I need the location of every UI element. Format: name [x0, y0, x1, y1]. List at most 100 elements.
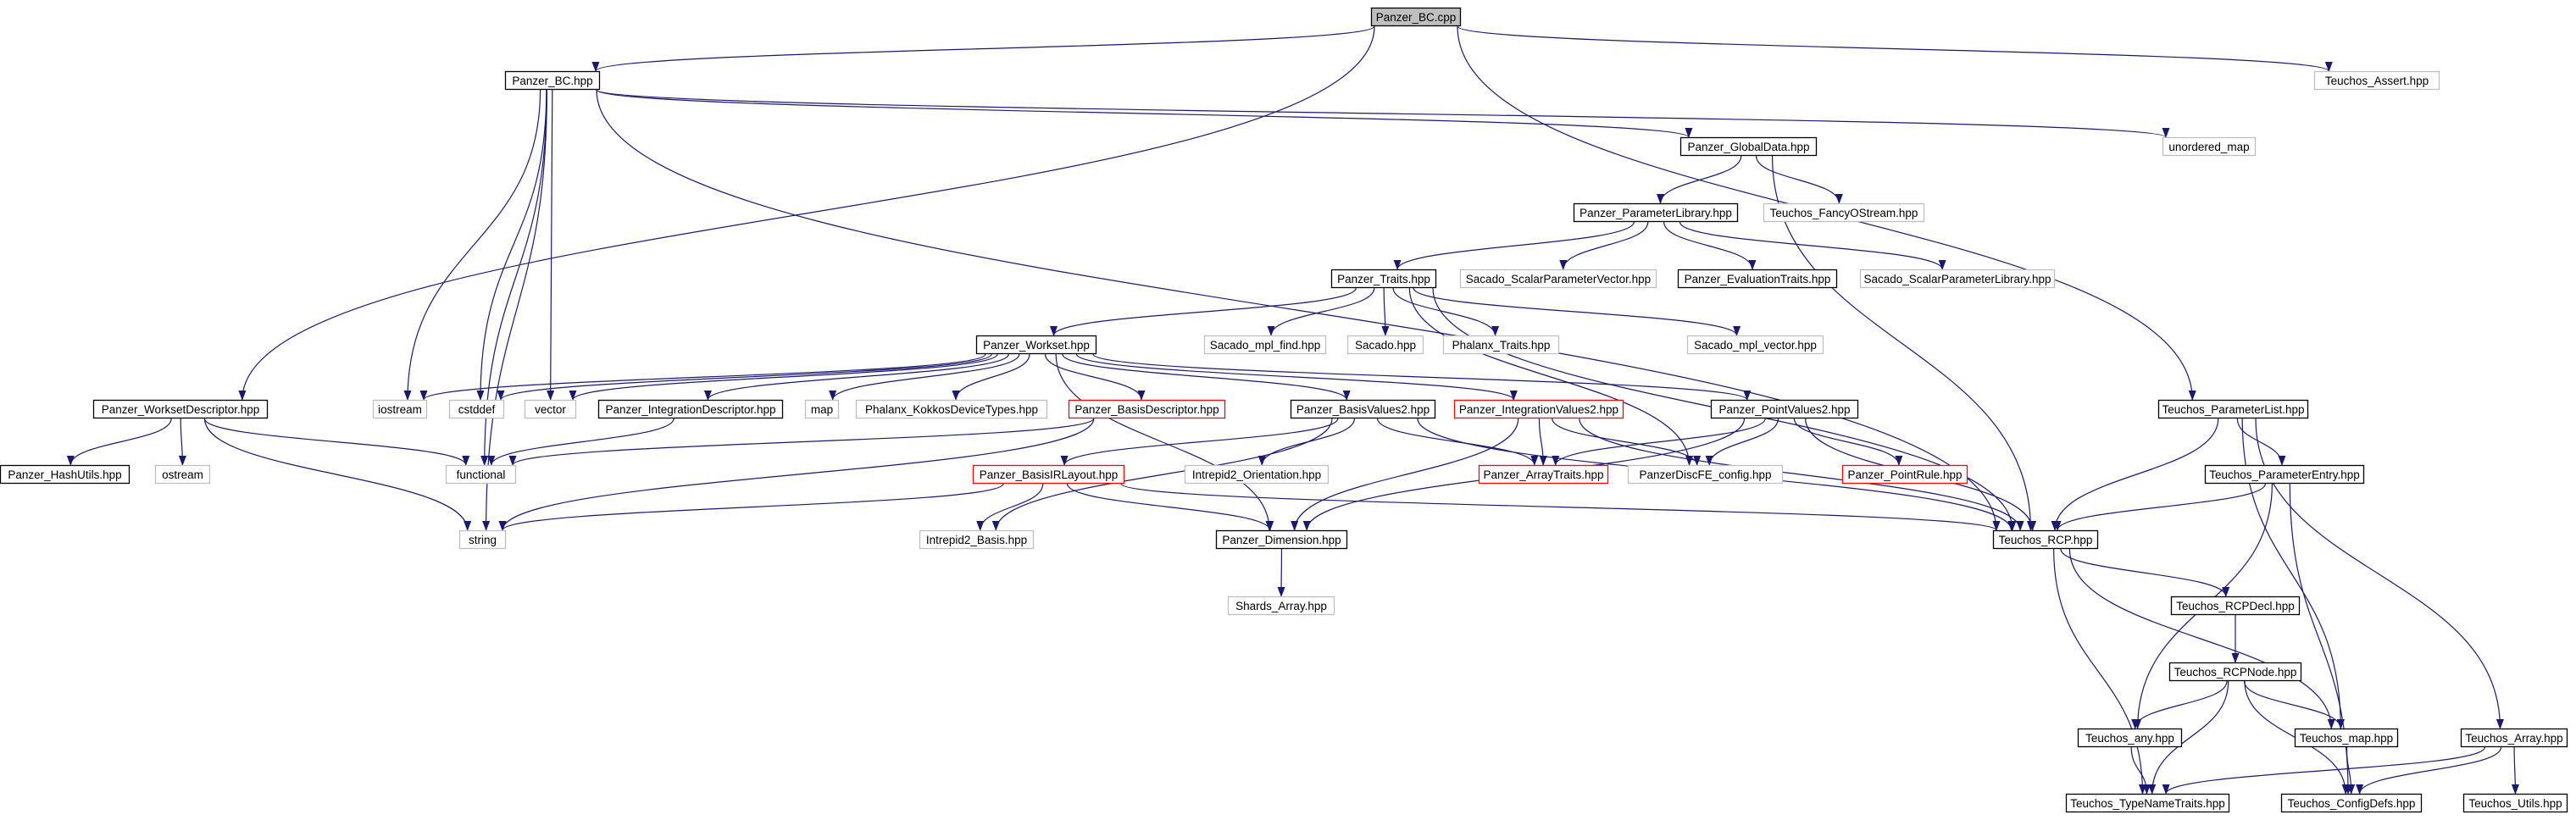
- edge-basisvalues2-to-arraytraits: [1376, 418, 1539, 466]
- edge-rcp-to-tmap: [2068, 548, 2335, 729]
- node-phalanx_traits[interactable]: Phalanx_Traits.hpp: [1442, 335, 1560, 355]
- node-basisdesc[interactable]: Panzer_BasisDescriptor.hpp: [1068, 399, 1226, 419]
- node-discfe[interactable]: PanzerDiscFE_config.hpp: [1627, 464, 1784, 485]
- node-hashutils[interactable]: Panzer_HashUtils.hpp: [0, 464, 130, 485]
- node-evaltraits[interactable]: Panzer_EvaluationTraits.hpp: [1677, 269, 1838, 289]
- node-box-workset: [975, 335, 1097, 355]
- node-pointvalues2[interactable]: Panzer_PointValues2.hpp: [1710, 399, 1859, 419]
- node-intrepid_basis[interactable]: Intrepid2_Basis.hpp: [919, 529, 1035, 550]
- node-utils[interactable]: Teuchos_Utils.hpp: [2462, 793, 2568, 813]
- node-sacado_mpl_vector[interactable]: Sacado_mpl_vector.hpp: [1686, 335, 1824, 355]
- node-paramlib[interactable]: Panzer_ParameterLibrary.hpp: [1573, 202, 1739, 223]
- node-label-iostream: iostream: [378, 403, 422, 416]
- node-rcpdecl[interactable]: Teuchos_RCPDecl.hpp: [2170, 596, 2301, 616]
- node-box-iostream: [372, 399, 428, 419]
- node-label-tmap: Teuchos_map.hpp: [2300, 732, 2393, 745]
- node-label-fancyostream: Teuchos_FancyOStream.hpp: [1770, 207, 1918, 219]
- edge-intvalues2-to-discfe: [1552, 418, 1702, 466]
- node-label-sacado_mpl_find: Sacado_mpl_find.hpp: [1210, 339, 1321, 352]
- node-tmap[interactable]: Teuchos_map.hpp: [2294, 728, 2399, 748]
- node-box-phalanx_traits: [1442, 335, 1560, 355]
- node-sacado_spl[interactable]: Sacado_ScalarParameterLibrary.hpp: [1859, 269, 2056, 289]
- node-paramentry[interactable]: Teuchos_ParameterEntry.hpp: [2204, 464, 2365, 485]
- node-traits[interactable]: Panzer_Traits.hpp: [1330, 269, 1437, 289]
- node-box-functional: [445, 464, 517, 485]
- edge-bc_cpp-to-bc_hpp: [591, 25, 1375, 72]
- node-label-teuchos_assert: Teuchos_Assert.hpp: [2325, 75, 2429, 87]
- node-label-discfe: PanzerDiscFE_config.hpp: [1639, 468, 1771, 481]
- node-sacado_spv[interactable]: Sacado_ScalarParameterVector.hpp: [1459, 269, 1657, 289]
- node-label-map: map: [811, 403, 833, 416]
- node-fancyostream[interactable]: Teuchos_FancyOStream.hpp: [1763, 202, 1925, 223]
- node-vector[interactable]: vector: [524, 399, 577, 419]
- node-teuchos_assert[interactable]: Teuchos_Assert.hpp: [2313, 70, 2440, 91]
- edge-traits-to-sacado: [1381, 287, 1390, 336]
- node-map[interactable]: map: [804, 399, 840, 419]
- node-label-phalanx_traits: Phalanx_Traits.hpp: [1452, 339, 1551, 352]
- node-intdesc[interactable]: Panzer_IntegrationDescriptor.hpp: [597, 399, 784, 419]
- node-box-paramentry: [2204, 464, 2365, 485]
- edge-paramentry-to-rcp: [2053, 483, 2267, 531]
- node-cstddef[interactable]: cstddef: [448, 399, 505, 419]
- node-string[interactable]: string: [458, 529, 507, 550]
- node-ostream[interactable]: ostream: [154, 464, 211, 485]
- node-label-evaltraits: Panzer_EvaluationTraits.hpp: [1685, 273, 1831, 285]
- node-label-shards: Shards_Array.hpp: [1235, 600, 1327, 612]
- node-intvalues2[interactable]: Panzer_IntegrationValues2.hpp: [1453, 399, 1624, 419]
- edge-workset-to-pointvalues2: [1092, 353, 1752, 401]
- node-rcp[interactable]: Teuchos_RCP.hpp: [1992, 529, 2099, 550]
- node-label-phalanx_kokkos: Phalanx_KokkosDeviceTypes.hpp: [865, 403, 1038, 416]
- edge-bc_hpp-to-iostream: [403, 89, 541, 401]
- node-box-discfe: [1627, 464, 1784, 485]
- node-tarray[interactable]: Teuchos_Array.hpp: [2460, 728, 2568, 748]
- node-globaldata[interactable]: Panzer_GlobalData.hpp: [1679, 136, 1818, 157]
- node-shards[interactable]: Shards_Array.hpp: [1227, 596, 1335, 616]
- edge-tarray-to-configdefs: [2356, 746, 2502, 795]
- node-basisvalues2[interactable]: Panzer_BasisValues2.hpp: [1290, 399, 1436, 419]
- node-box-fancyostream: [1763, 202, 1925, 223]
- node-intrepid_orient[interactable]: Intrepid2_Orientation.hpp: [1184, 464, 1330, 485]
- node-label-rcpdecl: Teuchos_RCPDecl.hpp: [2176, 600, 2295, 612]
- node-paramlist[interactable]: Teuchos_ParameterList.hpp: [2157, 399, 2309, 419]
- node-pointrule[interactable]: Panzer_PointRule.hpp: [1841, 464, 1968, 485]
- edge-bc_hpp-to-rcp: [596, 89, 2001, 531]
- node-box-sacado_spl: [1859, 269, 2056, 289]
- edge-traits-to-discfe: [1408, 287, 1693, 466]
- node-label-arraytraits: Panzer_ArrayTraits.hpp: [1483, 468, 1603, 481]
- node-arraytraits[interactable]: Panzer_ArrayTraits.hpp: [1478, 464, 1609, 485]
- edge-workset-to-cstddef: [497, 353, 992, 401]
- edge-globaldata-to-paramlib: [1657, 155, 1742, 204]
- node-box-arraytraits: [1478, 464, 1609, 485]
- node-box-dimension: [1215, 529, 1348, 550]
- node-dimension[interactable]: Panzer_Dimension.hpp: [1215, 529, 1348, 550]
- node-rcpnode[interactable]: Teuchos_RCPNode.hpp: [2168, 662, 2302, 682]
- node-box-tarray: [2460, 728, 2568, 748]
- edge-tarray-to-utils: [2511, 746, 2519, 795]
- edge-paramlib-to-sacado_spv: [1559, 221, 1649, 270]
- node-typenametraits[interactable]: Teuchos_TypeNameTraits.hpp: [2065, 793, 2230, 813]
- node-phalanx_kokkos[interactable]: Phalanx_KokkosDeviceTypes.hpp: [855, 399, 1048, 419]
- node-label-functional: functional: [457, 468, 506, 481]
- node-box-sacado_spv: [1459, 269, 1657, 289]
- node-workset[interactable]: Panzer_Workset.hpp: [975, 335, 1097, 355]
- node-sacado[interactable]: Sacado.hpp: [1346, 335, 1424, 355]
- node-any[interactable]: Teuchos_any.hpp: [2077, 728, 2183, 748]
- edge-bc_hpp-to-vector: [547, 89, 555, 401]
- node-box-map: [804, 399, 840, 419]
- edge-bc_hpp-to-globaldata: [596, 89, 1692, 138]
- node-iostream[interactable]: iostream: [372, 399, 428, 419]
- node-configdefs[interactable]: Teuchos_ConfigDefs.hpp: [2280, 793, 2423, 813]
- node-basisirlayout[interactable]: Panzer_BasisIRLayout.hpp: [972, 464, 1125, 485]
- node-bc_hpp[interactable]: Panzer_BC.hpp: [504, 70, 601, 91]
- node-box-ostream: [154, 464, 211, 485]
- node-functional[interactable]: functional: [445, 464, 517, 485]
- edge-bc_hpp-to-cstddef: [476, 89, 547, 401]
- node-label-rcp: Teuchos_RCP.hpp: [1999, 534, 2093, 546]
- node-box-any: [2077, 728, 2183, 748]
- edge-rcp-to-typenametraits: [2053, 548, 2146, 795]
- node-sacado_mpl_find[interactable]: Sacado_mpl_find.hpp: [1203, 335, 1327, 355]
- node-wsdesc[interactable]: Panzer_WorksetDescriptor.hpp: [92, 399, 269, 419]
- node-label-paramlib: Panzer_ParameterLibrary.hpp: [1579, 207, 1732, 219]
- node-unordered_map[interactable]: unordered_map: [2162, 136, 2257, 157]
